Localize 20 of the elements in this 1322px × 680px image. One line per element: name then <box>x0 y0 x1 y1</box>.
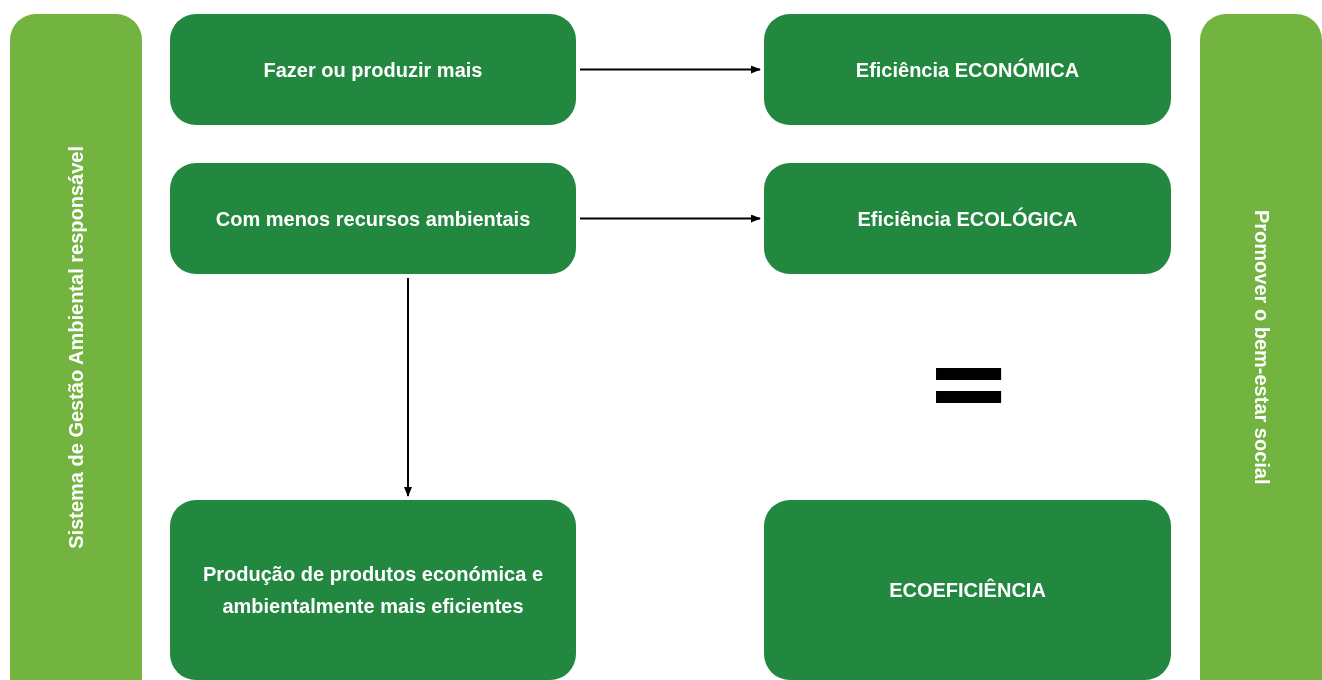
side-band <box>1200 14 1322 680</box>
process-box <box>170 14 576 125</box>
process-box <box>764 163 1171 274</box>
box-label: Eficiência ECONÓMICA <box>855 57 1080 83</box>
process-box <box>170 163 576 274</box>
equals-sign: = <box>925 322 1013 442</box>
box-label: Fazer ou produzir mais <box>263 57 483 83</box>
process-box <box>764 500 1171 680</box>
box-label: Com menos recursos ambientais <box>215 206 531 232</box>
arrow <box>404 277 412 497</box>
process-box <box>170 500 576 680</box>
band-label: Promover o bem-estar social <box>1249 209 1273 485</box>
side-band <box>10 14 142 680</box>
band-label: Sistema de Gestão Ambiental responsável <box>64 145 88 549</box>
box-label: ECOEFICIÊNCIA <box>889 577 1046 603</box>
arrow <box>579 65 761 74</box>
process-box <box>764 14 1171 125</box>
arrow <box>579 214 761 223</box>
box-label: Eficiência ECOLÓGICA <box>857 206 1078 232</box>
box-label: Produção de produtos económica e ambientalmente mais eficientes <box>201 562 545 619</box>
